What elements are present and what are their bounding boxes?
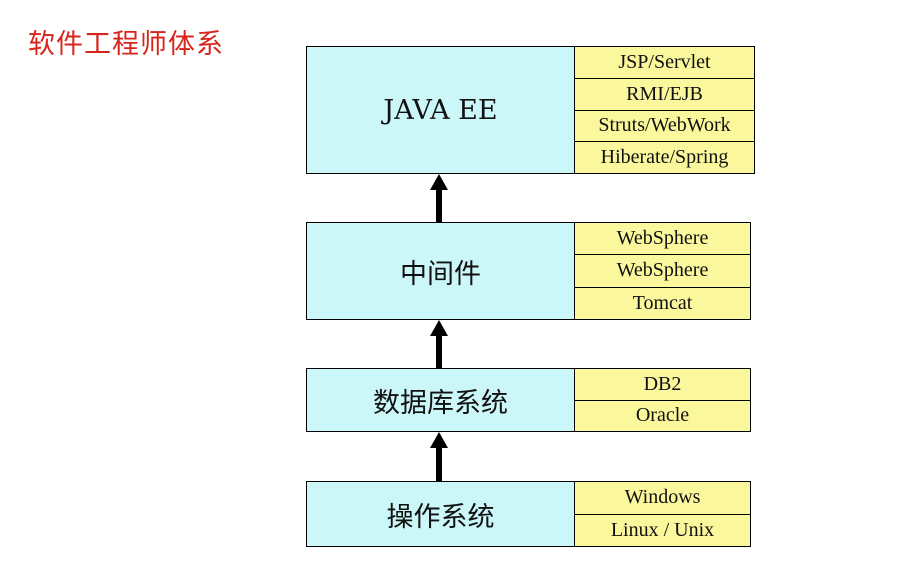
technology-list: JSP/Servlet RMI/EJB Struts/WebWork Hiber…: [575, 46, 755, 174]
technology-item: DB2: [643, 372, 682, 395]
technology-item: Struts/WebWork: [575, 109, 754, 142]
layer-database: 数据库系统 DB2 Oracle: [306, 368, 751, 432]
layer-middleware: 中间件 WebSphere WebSphere Tomcat: [306, 222, 751, 320]
technology-item: Linux / Unix: [575, 513, 750, 547]
layer-java-ee: JAVA EE JSP/Servlet RMI/EJB Struts/WebWo…: [306, 46, 755, 174]
technology-list: DB2 Oracle: [575, 368, 751, 432]
technology-item: JSP/Servlet: [618, 50, 711, 73]
layer-label: 数据库系统: [306, 368, 575, 432]
technology-item: WebSphere: [616, 227, 709, 250]
layer-operating-system: 操作系统 Windows Linux / Unix: [306, 481, 751, 547]
arrow-up-icon: [430, 174, 448, 222]
arrow-up-icon: [430, 320, 448, 368]
technology-item: Tomcat: [575, 286, 750, 319]
technology-item: WebSphere: [575, 254, 750, 286]
technology-item: Hiberate/Spring: [575, 141, 754, 173]
layer-label: 中间件: [306, 222, 575, 320]
technology-list: WebSphere WebSphere Tomcat: [575, 222, 751, 320]
layer-label: JAVA EE: [306, 46, 575, 174]
technology-item: Oracle: [575, 399, 750, 432]
technology-item: Windows: [624, 486, 701, 509]
technology-list: Windows Linux / Unix: [575, 481, 751, 547]
technology-item: RMI/EJB: [575, 77, 754, 110]
arrow-up-icon: [430, 432, 448, 481]
page-title: 软件工程师体系: [28, 29, 224, 60]
layer-label: 操作系统: [306, 481, 575, 547]
